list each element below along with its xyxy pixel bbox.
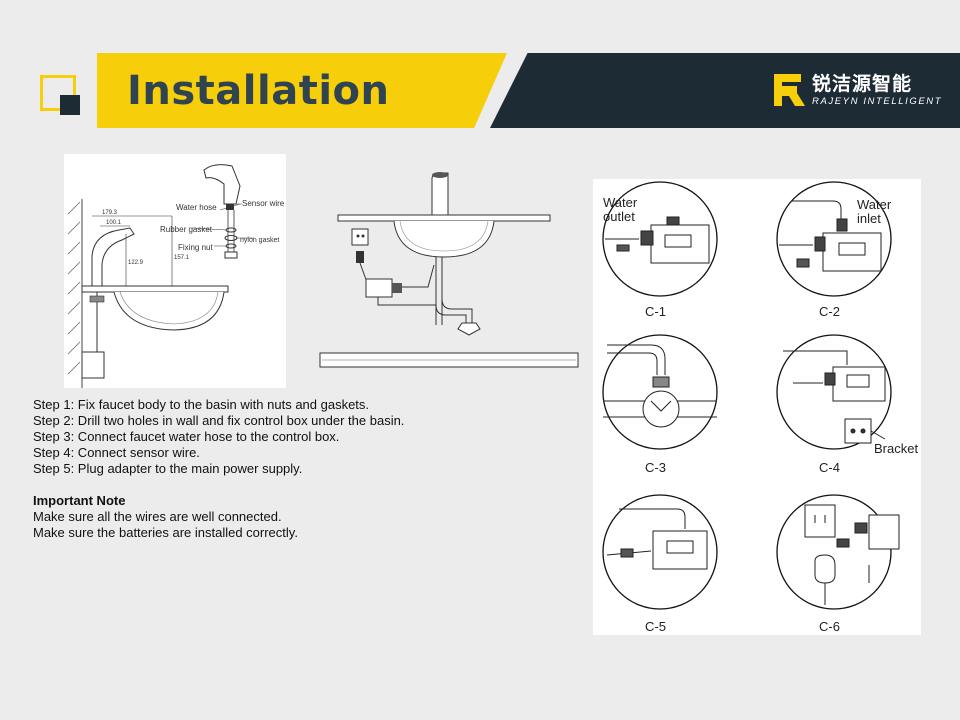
- step-line: Step 3: Connect faucet water hose to the…: [33, 429, 340, 444]
- step-caption-c1: C-1: [645, 304, 666, 319]
- step-caption-c5: C-5: [645, 619, 666, 634]
- note-line: Make sure all the wires are well connect…: [33, 509, 282, 524]
- water-outlet-label: Water: [603, 195, 638, 210]
- step-line: Step 2: Drill two holes in wall and fix …: [33, 413, 405, 428]
- water-inlet-label: inlet: [857, 211, 881, 226]
- step-caption-c3: C-3: [645, 460, 666, 475]
- connection-steps-panel: Water outlet Water inlet: [593, 179, 921, 635]
- page-title: Installation: [127, 68, 390, 114]
- dim-label: 100.1: [106, 220, 122, 226]
- water-hose-label: Water hose: [176, 203, 217, 212]
- water-inlet-label: Water: [857, 197, 892, 212]
- installation-steps: Step 1: Fix faucet body to the basin wit…: [33, 397, 404, 541]
- faucet-dimension-diagram: 179.3 100.1 122.9 157.1 Water hose Senso…: [64, 154, 286, 388]
- sensor-wire-label: Sensor wire: [242, 199, 285, 208]
- brand-name-en: RAJEYN INTELLIGENT: [812, 96, 943, 107]
- step-line: Step 4: Connect sensor wire.: [33, 445, 200, 460]
- water-outlet-label: outlet: [603, 209, 635, 224]
- rubber-gasket-label: Rubber gasket: [160, 225, 213, 234]
- step-caption-c2: C-2: [819, 304, 840, 319]
- brand-banner: [490, 53, 960, 128]
- brand-name-cn: 锐洁源智能: [812, 73, 913, 95]
- nylon-gasket-label: nylon gasket: [240, 237, 279, 244]
- step-line: Step 1: Fix faucet body to the basin wit…: [33, 397, 370, 412]
- title-banner: [97, 53, 507, 128]
- dim-label: 122.9: [128, 260, 144, 266]
- note-line: Make sure the batteries are installed co…: [33, 525, 298, 540]
- step-caption-c6: C-6: [819, 619, 840, 634]
- bracket-label: Bracket: [874, 441, 918, 456]
- dim-label: 179.3: [102, 210, 118, 216]
- basin-installation-diagram: [319, 172, 579, 368]
- brand-logo-icon: [774, 74, 805, 106]
- fixing-nut-label: Fixing nut: [178, 243, 213, 252]
- important-note-title: Important Note: [33, 493, 126, 508]
- corner-logo-icon: [40, 75, 80, 115]
- step-line: Step 5: Plug adapter to the main power s…: [33, 461, 303, 476]
- dim-label: 157.1: [174, 255, 190, 261]
- step-caption-c4: C-4: [819, 460, 840, 475]
